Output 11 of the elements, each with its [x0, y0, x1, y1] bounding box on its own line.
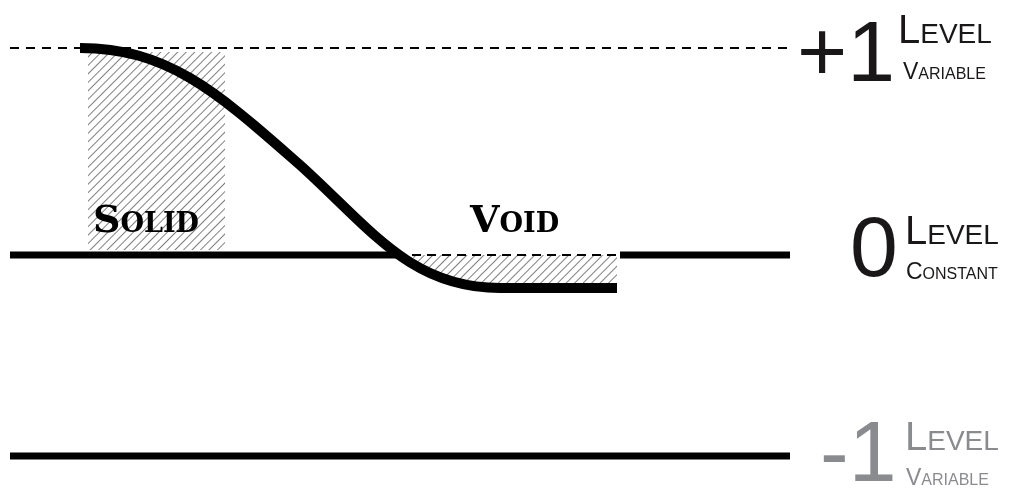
- level-number: 0: [850, 203, 898, 289]
- zone-label: Void: [470, 200, 560, 238]
- level-heading: Level: [905, 210, 999, 250]
- level-number: -1: [820, 408, 897, 494]
- level-heading: Level: [898, 9, 992, 49]
- level-number: +1: [797, 8, 896, 94]
- level-subtitle: Variable: [903, 60, 986, 83]
- level-subtitle: Constant: [906, 260, 998, 283]
- level-subtitle: Variable: [906, 466, 989, 489]
- zone-label: Solid: [93, 200, 199, 238]
- level-heading: Level: [905, 416, 999, 456]
